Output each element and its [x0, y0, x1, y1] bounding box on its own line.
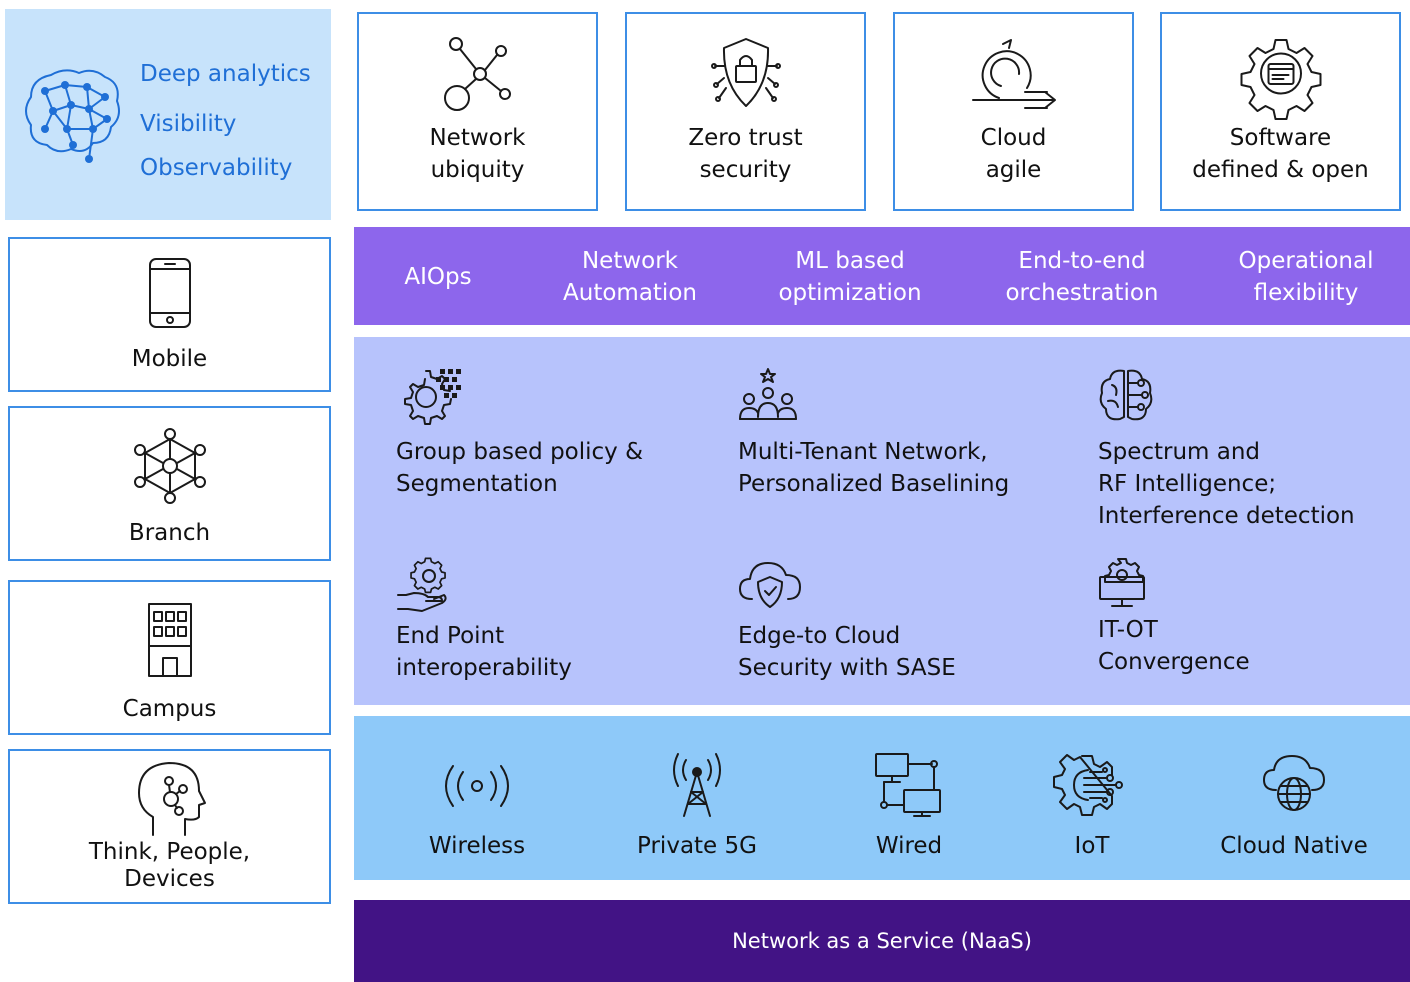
mobile-phone-icon	[148, 258, 191, 328]
analytics-item-deep-analytics: Deep analytics	[140, 61, 311, 87]
agile-cycle-icon	[971, 39, 1056, 109]
naas-label: Network as a Service (NaaS)	[732, 929, 1032, 953]
sidebar-item-think-people-devices: Think, People, Devices	[8, 749, 331, 904]
feature-label: IT-OT Convergence	[1098, 617, 1250, 675]
sidebar-item-campus: Campus	[8, 580, 331, 735]
wireless-icon	[445, 765, 509, 807]
feature-label: Spectrum and RF Intelligence; Interferen…	[1098, 439, 1355, 529]
ops-item-aiops: AIOps	[404, 264, 472, 290]
network-nodes-icon	[443, 37, 511, 111]
access-label: Wired	[875, 833, 943, 859]
hand-gear-icon	[397, 557, 447, 612]
ops-item-end-to-end-orchestration: End-to-end orchestration	[1005, 248, 1159, 306]
sidebar-label: Branch	[128, 520, 211, 546]
cloud-globe-icon	[1263, 755, 1325, 811]
antenna-icon	[673, 753, 721, 817]
sidebar-item-mobile: Mobile	[8, 237, 331, 392]
pillar-label: Zero trust security	[688, 125, 803, 183]
naas-band: Network as a Service (NaaS)	[354, 900, 1410, 982]
head-network-icon	[137, 762, 206, 836]
ops-item-network-automation: Network Automation	[563, 248, 697, 306]
feature-spectrum-rf: Spectrum and RF Intelligence; Interferen…	[1098, 367, 1398, 537]
wired-monitors-icon	[875, 753, 941, 817]
gear-window-icon	[1240, 39, 1321, 120]
pillar-network-ubiquity: Network ubiquity	[357, 12, 598, 211]
sidebar-label: Mobile	[131, 346, 208, 372]
pillar-label: Software defined & open	[1192, 125, 1369, 183]
access-item-cloud-native: Cloud Native	[1220, 716, 1368, 880]
access-label: IoT	[1074, 833, 1110, 859]
gear-grid-icon	[404, 369, 461, 425]
analytics-panel: Deep analytics Visibility Observability	[5, 9, 331, 220]
access-panel: Wireless Private 5G Wired	[354, 716, 1410, 880]
feature-it-ot: IT-OT Convergence	[1098, 557, 1398, 697]
monitor-gear-icon	[1099, 558, 1145, 607]
feature-label: End Point interoperability	[396, 623, 572, 681]
brain-network-icon	[25, 69, 120, 163]
analytics-item-visibility: Visibility	[140, 111, 237, 137]
access-label: Private 5G	[637, 833, 757, 859]
pillar-cloud-agile: Cloud agile	[893, 12, 1134, 211]
sidebar-item-branch: Branch	[8, 406, 331, 561]
access-item-wired: Wired	[849, 716, 969, 880]
analytics-item-observability: Observability	[140, 155, 293, 181]
access-item-private-5g: Private 5G	[637, 716, 757, 880]
brain-circuit-icon	[1099, 369, 1153, 421]
people-star-icon	[739, 368, 797, 420]
access-item-iot: IoT	[1032, 716, 1152, 880]
sidebar-label: Think, People, Devices	[88, 839, 251, 892]
access-label: Wireless	[428, 833, 526, 859]
cloud-shield-icon	[739, 562, 801, 608]
pillar-label: Network ubiquity	[429, 125, 526, 183]
feature-group-policy: Group based policy & Segmentation	[396, 367, 696, 507]
pillar-zero-trust-security: Zero trust security	[625, 12, 866, 211]
pillar-label: Cloud agile	[980, 125, 1047, 183]
access-item-wireless: Wireless	[417, 716, 537, 880]
sidebar-label: Campus	[122, 696, 217, 722]
shield-lock-icon	[710, 38, 781, 107]
feature-multi-tenant: Multi-Tenant Network, Personalized Basel…	[738, 367, 1068, 507]
features-panel: Group based policy & Segmentation Multi-…	[354, 337, 1410, 705]
branch-network-icon	[133, 428, 206, 504]
building-icon	[147, 603, 192, 677]
ops-item-ml-optimization: ML based optimization	[778, 248, 922, 306]
ops-item-operational-flexibility: Operational flexibility	[1238, 248, 1374, 306]
feature-label: Group based policy & Segmentation	[396, 439, 644, 497]
feature-label: Edge-to Cloud Security with SASE	[738, 623, 956, 681]
iot-chip-icon	[1053, 754, 1123, 816]
feature-end-point: End Point interoperability	[396, 557, 696, 697]
feature-label: Multi-Tenant Network, Personalized Basel…	[738, 439, 1010, 497]
ops-band: AIOps Network Automation ML based optimi…	[354, 227, 1410, 325]
pillar-software-defined-open: Software defined & open	[1160, 12, 1401, 211]
feature-edge-to-cloud: Edge-to Cloud Security with SASE	[738, 557, 1068, 697]
access-label: Cloud Native	[1220, 833, 1368, 859]
